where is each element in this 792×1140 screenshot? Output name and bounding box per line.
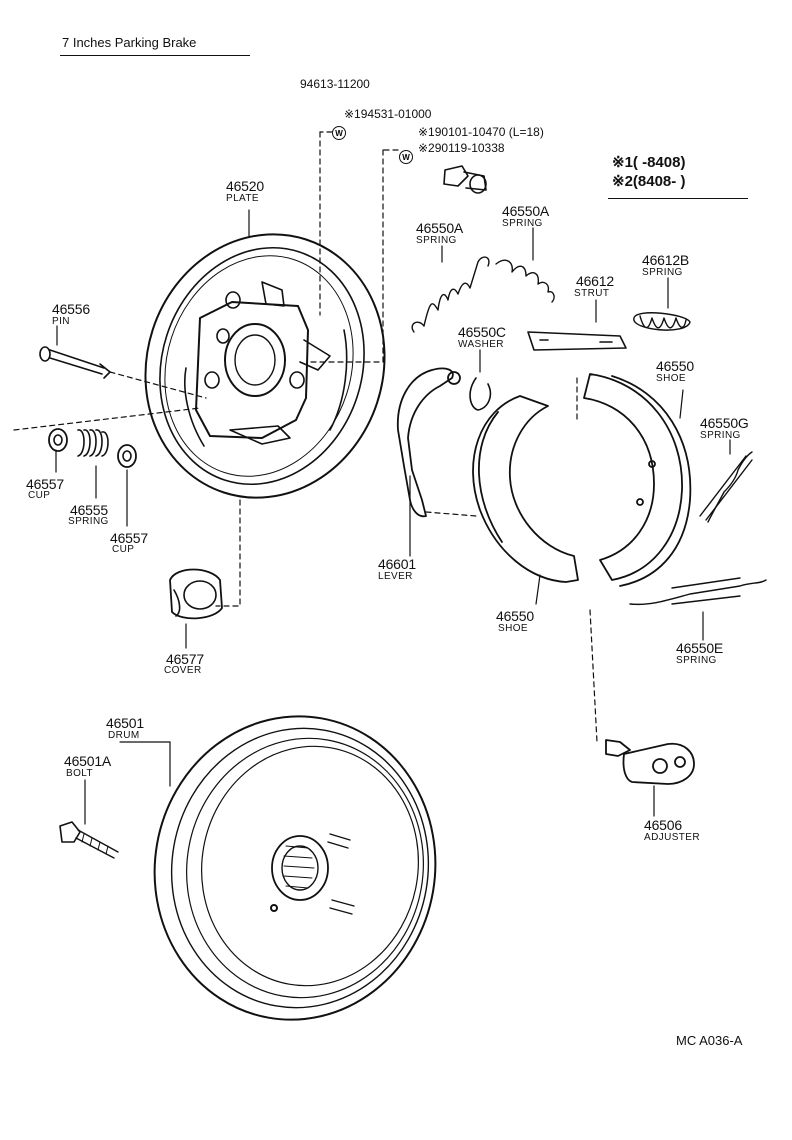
part-name-cover: COVER	[164, 665, 202, 676]
part-number-lever: 46601	[378, 556, 416, 572]
part-name-strut: STRUT	[574, 288, 610, 299]
part-number-pin: 46556	[52, 301, 90, 317]
part-number-spring-g: 46550G	[700, 415, 749, 431]
part-name-spring-g: SPRING	[700, 430, 741, 441]
parking-lever-drawing	[397, 367, 461, 518]
part-number-spring-b: 46612B	[642, 252, 690, 268]
part-name-spring-a1: SPRING	[416, 235, 457, 246]
brake-shoes-drawing	[472, 373, 692, 587]
part-number-pin-spring: 46555	[70, 502, 108, 518]
part-number-shoe-upper: 46550	[656, 358, 694, 374]
adjuster-drawing	[605, 739, 695, 785]
part-name-adjuster: ADJUSTER	[644, 832, 700, 843]
part-number-cup-b: 46557	[110, 530, 148, 546]
part-number-adjuster: 46506	[644, 817, 682, 833]
hold-down-cup-and-spring	[48, 428, 137, 468]
diagram-reference-code: MC A036-A	[676, 1033, 743, 1048]
hole-cover-drawing	[169, 568, 223, 620]
dashed-leader-lines	[13, 131, 598, 743]
diagram-title: 7 Inches Parking Brake	[62, 35, 197, 50]
backing-plate-drawing	[144, 233, 386, 499]
part-number-top-nut: 94613-11200	[300, 77, 370, 91]
part-number-washer-clip: 46550C	[458, 324, 506, 340]
washer-clip-drawing	[469, 377, 492, 411]
part-number-spring-a1: 46550A	[416, 220, 464, 236]
drum-bolt-drawing	[59, 821, 119, 859]
part-name-cup-a: CUP	[28, 490, 51, 501]
part-name-shoe-lower: SHOE	[498, 623, 528, 634]
strut-drawing	[527, 331, 627, 351]
part-name-cup-b: CUP	[112, 544, 135, 555]
legend-row-2: ※2(8408- )	[612, 173, 686, 190]
part-number-drum: 46501	[106, 715, 144, 731]
part-number-washer: ※194531-01000	[344, 107, 432, 121]
part-name-plate: PLATE	[226, 193, 259, 204]
part-name-spring-e: SPRING	[676, 655, 717, 666]
part-number-bolt-1: ※190101-10470 (L=18)	[418, 125, 544, 139]
part-name-spring-b: SPRING	[642, 267, 683, 278]
hold-down-pin-drawing	[39, 346, 111, 379]
part-number-spring-a2: 46550A	[502, 203, 550, 219]
part-name-washer-clip: WASHER	[458, 339, 504, 350]
part-name-pin: PIN	[52, 316, 70, 327]
part-number-bolt-2: ※290119-10338	[418, 141, 505, 155]
washer-mark-icon: W	[399, 150, 413, 164]
title-underline	[60, 55, 250, 56]
part-name-lever: LEVER	[378, 571, 413, 582]
part-number-cup-a: 46557	[26, 476, 64, 492]
part-number-plate: 46520	[226, 178, 264, 194]
part-number-drum-bolt: 46501A	[64, 753, 112, 769]
part-name-drum: DRUM	[108, 730, 140, 741]
washer-mark-icon: W	[332, 126, 346, 140]
legend-row-1: ※1( -8408)	[612, 154, 686, 171]
return-springs-drawing	[411, 256, 767, 606]
part-number-cover: 46577	[166, 651, 204, 667]
part-number-spring-e: 46550E	[676, 640, 724, 656]
legend-underline	[608, 198, 748, 199]
mounting-bolt-drawing	[443, 165, 487, 194]
part-number-shoe-lower: 46550	[496, 608, 534, 624]
part-name-drum-bolt: BOLT	[66, 768, 93, 779]
part-name-pin-spring: SPRING	[68, 516, 109, 527]
solid-leader-lines	[55, 209, 731, 825]
brake-drum-drawing	[153, 715, 437, 1021]
part-number-strut: 46612	[576, 273, 614, 289]
part-name-shoe-upper: SHOE	[656, 373, 686, 384]
part-name-spring-a2: SPRING	[502, 218, 543, 229]
